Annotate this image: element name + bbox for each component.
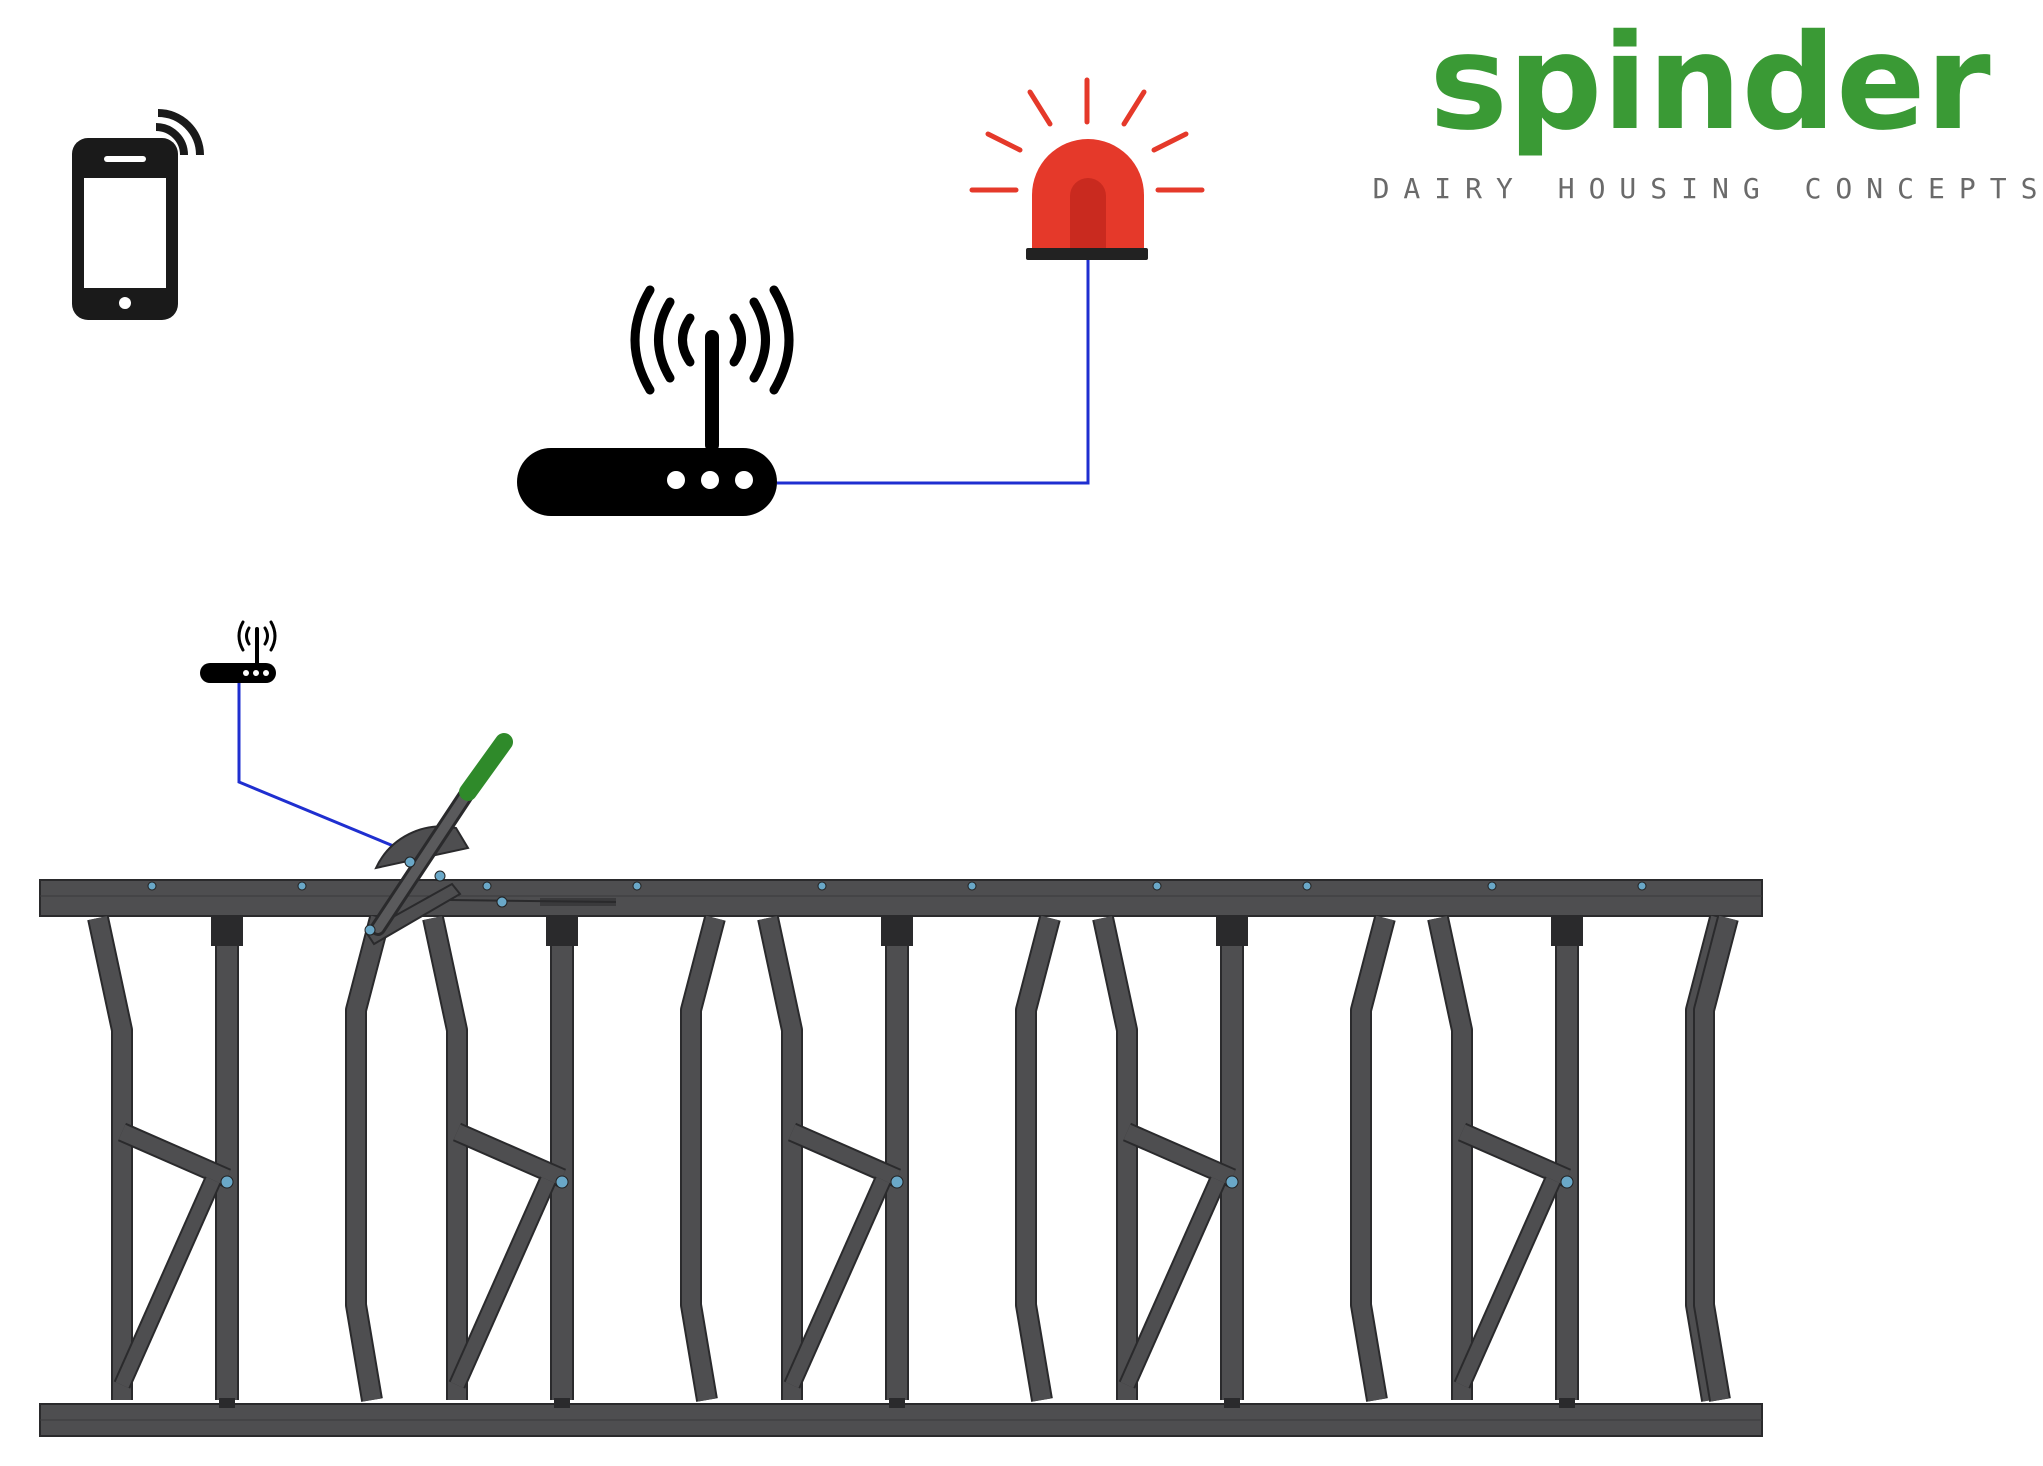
barrier-post-foot [1559,1398,1575,1408]
lever-handle-grip[interactable] [459,733,513,801]
barrier-pivot-pin [1225,1175,1239,1189]
barrier-upper-brace [1122,1122,1237,1188]
barrier-post-collar [1216,916,1248,946]
barrier-yoke-bar [87,915,133,1400]
barrier-pivot-pin [220,1175,234,1189]
barrier-yoke-bar [422,915,468,1400]
barrier-upper-brace [787,1122,902,1188]
siren-beacon-icon [969,77,1205,260]
barrier-diagonal-brace [1453,1176,1562,1389]
barrier-rail-bolt [1637,881,1647,891]
barrier-post-collar [1551,916,1583,946]
barrier-rail-bolt [297,881,307,891]
barrier-pivot-pin [1560,1175,1574,1189]
barrier-rail-bolt [632,881,642,891]
barrier-upper-brace [117,1122,232,1188]
barrier-rail-bolt [1152,881,1162,891]
barrier-post-collar [211,916,243,946]
barrier-upper-brace [1457,1122,1572,1188]
barrier-end-bar [1693,915,1739,1402]
barrier-post-foot [889,1398,905,1408]
barrier-bays [87,881,1739,1408]
barrier-post-collar [546,916,578,946]
barrier-rail-bolt [482,881,492,891]
barrier-rail-bolt [817,881,827,891]
barrier-diagonal-brace [448,1176,557,1389]
logo-wordmark: spinder [1429,6,1990,160]
wifi-router-small-icon [200,620,277,683]
self-locking-feed-barrier [39,733,1763,1437]
barrier-post-foot [1224,1398,1240,1408]
smartphone-wireless-icon [72,109,204,320]
barrier-post-collar [881,916,913,946]
connections [237,260,1090,854]
barrier-bent-bar [345,915,391,1402]
small-router-to-barrier-line [237,683,409,854]
barrier-bent-bar [1350,915,1396,1402]
barrier-yoke-bar [757,915,803,1400]
barrier-diagonal-brace [783,1176,892,1389]
logo-tagline: DAIRY HOUSING CONCEPTS [1373,172,2043,205]
barrier-bent-bar [680,915,726,1402]
release-lever[interactable] [364,733,617,946]
spinder-logo: spinder DAIRY HOUSING CONCEPTS [1373,6,2043,205]
barrier-diagonal-brace [113,1176,222,1389]
router-to-beacon-line [777,260,1090,485]
barrier-post-foot [219,1398,235,1408]
barrier-rail-bolt [147,881,157,891]
barrier-pivot-pin [555,1175,569,1189]
barrier-yoke-bar [1092,915,1138,1400]
wifi-router-icon [517,285,794,516]
barrier-rail-bolt [1487,881,1497,891]
barrier-rail-bolt [1302,881,1312,891]
barrier-pivot-pin [890,1175,904,1189]
barrier-diagonal-brace [1118,1176,1227,1389]
barrier-bent-bar [1015,915,1061,1402]
barrier-upper-brace [452,1122,567,1188]
barrier-rail-bolt [967,881,977,891]
barrier-yoke-bar [1427,915,1473,1400]
barrier-post-foot [554,1398,570,1408]
